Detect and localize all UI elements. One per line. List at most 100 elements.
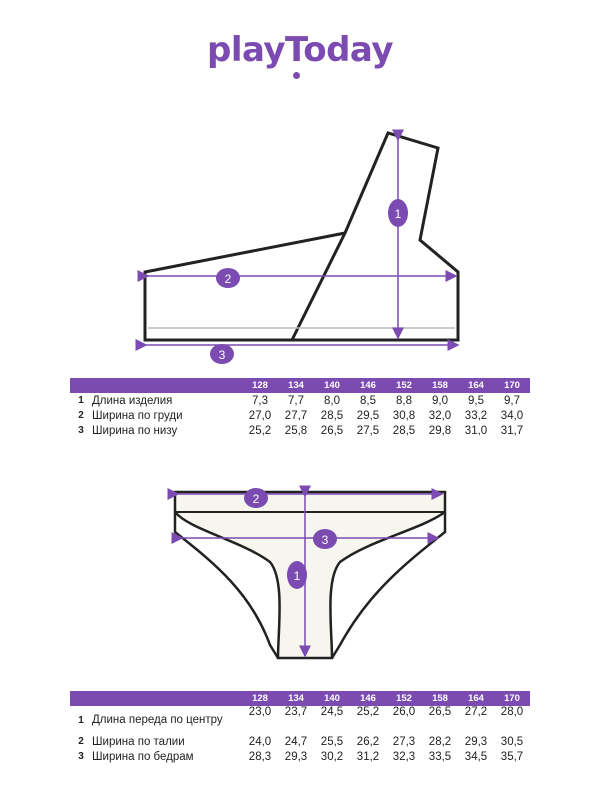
- measurement-value: 30,5: [500, 735, 524, 748]
- marker-1: 1: [287, 561, 307, 589]
- brand-logo: playToday: [207, 30, 394, 70]
- svg-text:1: 1: [395, 207, 402, 221]
- measurement-value: 29,3: [464, 735, 488, 748]
- measurement-value: 26,2: [356, 735, 380, 748]
- measurement-value: 35,7: [500, 750, 524, 763]
- measurement-value: 28,3: [248, 750, 272, 763]
- measurement-value: 29,3: [284, 750, 308, 763]
- measurement-value: 25,8: [284, 424, 308, 437]
- measurement-value: 30,2: [320, 750, 344, 763]
- measurement-value: 33,2: [464, 409, 488, 422]
- measurement-value: 27,0: [248, 409, 272, 422]
- measurement-value: 27,5: [356, 424, 380, 437]
- table-row: 2 Ширина по груди 27,0 27,7 28,5 29,5 30…: [70, 408, 530, 423]
- size-header: 146: [350, 691, 386, 706]
- measurement-value: 25,5: [320, 735, 344, 748]
- measurement-value: 33,5: [428, 750, 452, 763]
- measurement-value: 29,5: [356, 409, 380, 422]
- measurement-value: 25,2: [356, 706, 380, 718]
- measurement-value: 26,0: [392, 706, 416, 718]
- measurement-value: 32,0: [428, 409, 452, 422]
- marker-3: 3: [210, 344, 234, 364]
- measurement-value: 7,7: [288, 394, 304, 407]
- measurement-value: 9,7: [504, 394, 520, 407]
- size-header-row: 128 134 140 146 152 158 164 170: [70, 691, 530, 706]
- marker-3: 3: [313, 529, 337, 549]
- row-label: Ширина по груди: [92, 409, 183, 422]
- size-header-row: 128 134 140 146 152 158 164 170: [70, 378, 530, 393]
- measurement-value: 27,2: [464, 706, 488, 718]
- measurement-value: 34,5: [464, 750, 488, 763]
- marker-2: 2: [216, 268, 240, 288]
- row-number: 3: [78, 425, 84, 436]
- size-header: 170: [494, 691, 530, 706]
- measurement-value: 26,5: [320, 424, 344, 437]
- size-header: 134: [278, 378, 314, 393]
- measurement-value: 31,7: [500, 424, 524, 437]
- measurement-value: 28,5: [392, 424, 416, 437]
- row-number: 1: [78, 714, 84, 726]
- bottom-size-table: 128 134 140 146 152 158 164 170 1 Длина …: [70, 691, 530, 764]
- row-number: 2: [78, 736, 84, 747]
- measurement-value: 25,2: [248, 424, 272, 437]
- table-row: 3 Ширина по бедрам 28,3 29,3 30,2 31,2 3…: [70, 749, 530, 764]
- row-number: 1: [78, 395, 84, 406]
- size-header: 152: [386, 691, 422, 706]
- size-header: 158: [422, 691, 458, 706]
- measurement-value: 28,0: [500, 706, 524, 718]
- measurement-value: 28,5: [320, 409, 344, 422]
- top-size-table: 128 134 140 146 152 158 164 170 1 Длина …: [70, 378, 530, 438]
- size-header: 152: [386, 378, 422, 393]
- size-header: 164: [458, 691, 494, 706]
- measurement-value: 31,0: [464, 424, 488, 437]
- measurement-value: 24,0: [248, 735, 272, 748]
- measurement-value: 31,2: [356, 750, 380, 763]
- row-label: Ширина по талии: [92, 735, 185, 748]
- measurement-value: 30,8: [392, 409, 416, 422]
- row-number: 3: [78, 751, 84, 762]
- bottom-garment-diagram: 1 2 3: [167, 485, 447, 660]
- table-row: 1 Длина изделия 7,3 7,7 8,0 8,5 8,8 9,0 …: [70, 393, 530, 408]
- measurement-value: 24,7: [284, 735, 308, 748]
- row-label: Длина изделия: [92, 394, 173, 407]
- measurement-value: 7,3: [252, 394, 268, 407]
- row-label: Длина переда по центру: [92, 713, 223, 726]
- svg-text:3: 3: [322, 533, 329, 547]
- measurement-value: 34,0: [500, 409, 524, 422]
- marker-1: 1: [388, 199, 408, 227]
- size-header: 146: [350, 378, 386, 393]
- measurement-value: 8,0: [324, 394, 340, 407]
- measurement-value: 24,5: [320, 706, 344, 718]
- svg-text:1: 1: [294, 569, 301, 583]
- one-shoulder-top-outline: [143, 131, 460, 342]
- measurement-value: 9,5: [468, 394, 484, 407]
- size-header: 128: [242, 378, 278, 393]
- row-label: Ширина по низу: [92, 424, 178, 437]
- brand-logo-dot: [293, 72, 300, 79]
- row-label: Ширина по бедрам: [92, 750, 194, 763]
- row-number: 2: [78, 410, 84, 421]
- marker-2: 2: [244, 488, 268, 508]
- measurement-value: 23,0: [248, 706, 272, 718]
- measurement-value: 9,0: [432, 394, 448, 407]
- measurement-value: 27,7: [284, 409, 308, 422]
- size-header: 158: [422, 378, 458, 393]
- table-row: 2 Ширина по талии 24,0 24,7 25,5 26,2 27…: [70, 734, 530, 749]
- measurement-value: 26,5: [428, 706, 452, 718]
- size-header: 164: [458, 378, 494, 393]
- table-row: 3 Ширина по низу 25,2 25,8 26,5 27,5 28,…: [70, 423, 530, 438]
- svg-text:2: 2: [225, 272, 232, 286]
- size-header: 140: [314, 691, 350, 706]
- size-header: 128: [242, 691, 278, 706]
- measurement-value: 28,2: [428, 735, 452, 748]
- size-header: 140: [314, 378, 350, 393]
- briefs-outline: [173, 490, 447, 660]
- measurement-value: 32,3: [392, 750, 416, 763]
- measurement-value: 27,3: [392, 735, 416, 748]
- svg-text:3: 3: [219, 348, 226, 362]
- measurement-value: 8,8: [396, 394, 412, 407]
- top-garment-diagram: 1 2 3: [135, 129, 460, 364]
- size-header: 134: [278, 691, 314, 706]
- table-row: 1 Длина переда по центру 23,0 23,7 24,5 …: [70, 706, 530, 734]
- measurement-value: 8,5: [360, 394, 376, 407]
